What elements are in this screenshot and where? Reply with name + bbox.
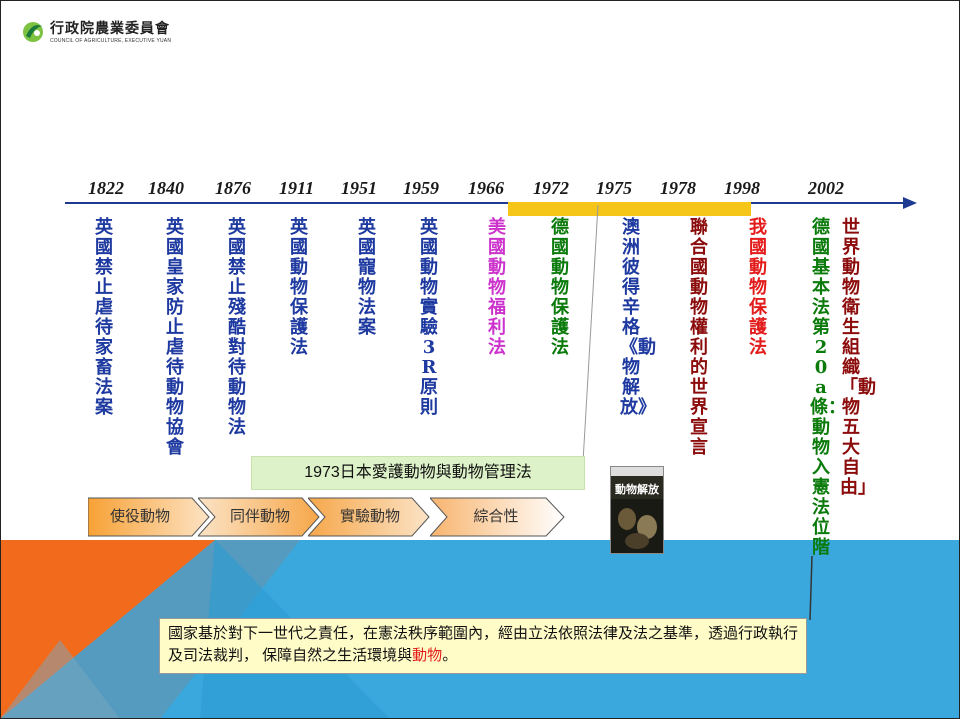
quote-end: 。 (442, 647, 458, 664)
event-label: 英國禁止殘酷對待動物法 (228, 217, 246, 438)
year-label: 1822 (88, 178, 124, 198)
stage-working-animals: 使役動物 (88, 497, 210, 537)
event-label: 英國動物實驗3R原則 (420, 217, 438, 418)
stage-label: 綜合性 (473, 508, 519, 525)
timeline-arrowhead (903, 197, 917, 209)
stage-label: 同伴動物 (229, 508, 290, 525)
year-label: 1911 (279, 178, 315, 198)
org-name-en: COUNCIL OF AGRICULTURE, EXECUTIVE YUAN (50, 38, 172, 44)
highlight-period-bar (508, 202, 751, 216)
year-label: 1972 (533, 178, 569, 198)
constitution-quote: 國家基於對下一世代之責任，在憲法秩序範圍內，經由立法依照法律及法之基準，透過行政… (159, 618, 807, 674)
event-label: 我國動物保護法 (749, 217, 767, 358)
event-label: 英國皇家防止虐待動物協會 (166, 217, 184, 458)
japan-law-note: 1973日本愛護動物與動物管理法 (251, 456, 585, 490)
year-label: 1876 (215, 178, 251, 198)
year-label: 1998 (724, 178, 760, 198)
year-label: 1966 (468, 178, 504, 198)
quote-highlight: 動物 (412, 647, 443, 664)
event-label: 德國動物保護法 (551, 217, 569, 358)
event-label: 美國動物福利法 (488, 217, 506, 358)
quote-text: 國家基於對下一世代之責任，在憲法秩序範圍內，經由立法依照法律及法之基準，透過行政… (168, 625, 799, 664)
event-label: 聯合國動物權利的世界宣言 (690, 217, 708, 458)
year-label: 1978 (660, 178, 696, 198)
stage-companion-animals: 同伴動物 (198, 497, 320, 537)
coa-logo-icon (23, 22, 43, 42)
year-label: 1951 (341, 178, 377, 198)
council-logo: 行政院農業委員會 COUNCIL OF AGRICULTURE, EXECUTI… (20, 18, 171, 44)
event-label: 英國禁止虐待家畜法案 (95, 217, 113, 418)
stage-experimental-animals: 實驗動物 (308, 497, 430, 537)
year-label: 1975 (596, 178, 632, 198)
year-label: 1840 (148, 178, 184, 198)
event-label: 英國寵物法案 (358, 217, 376, 338)
book-title: 動物解放 (615, 482, 660, 496)
event-label: 世界動物衛生組織「動物五大自由」 (840, 217, 876, 498)
stage-comprehensive: 綜合性 (430, 497, 565, 537)
org-name-cn: 行政院農業委員會 (50, 21, 170, 37)
year-label: 2002 (808, 178, 844, 198)
stage-label: 實驗動物 (339, 508, 400, 525)
stage-label: 使役動物 (109, 508, 170, 525)
timeline-axis (65, 202, 905, 204)
event-label: 德國基本法第20a條：動物入憲法位階 (810, 217, 846, 558)
year-label: 1959 (403, 178, 439, 198)
animal-liberation-book-cover: 動物解放 (610, 466, 664, 554)
event-label: 澳洲彼得辛格《動物解放》 (620, 217, 656, 418)
event-label: 英國動物保護法 (290, 217, 308, 358)
